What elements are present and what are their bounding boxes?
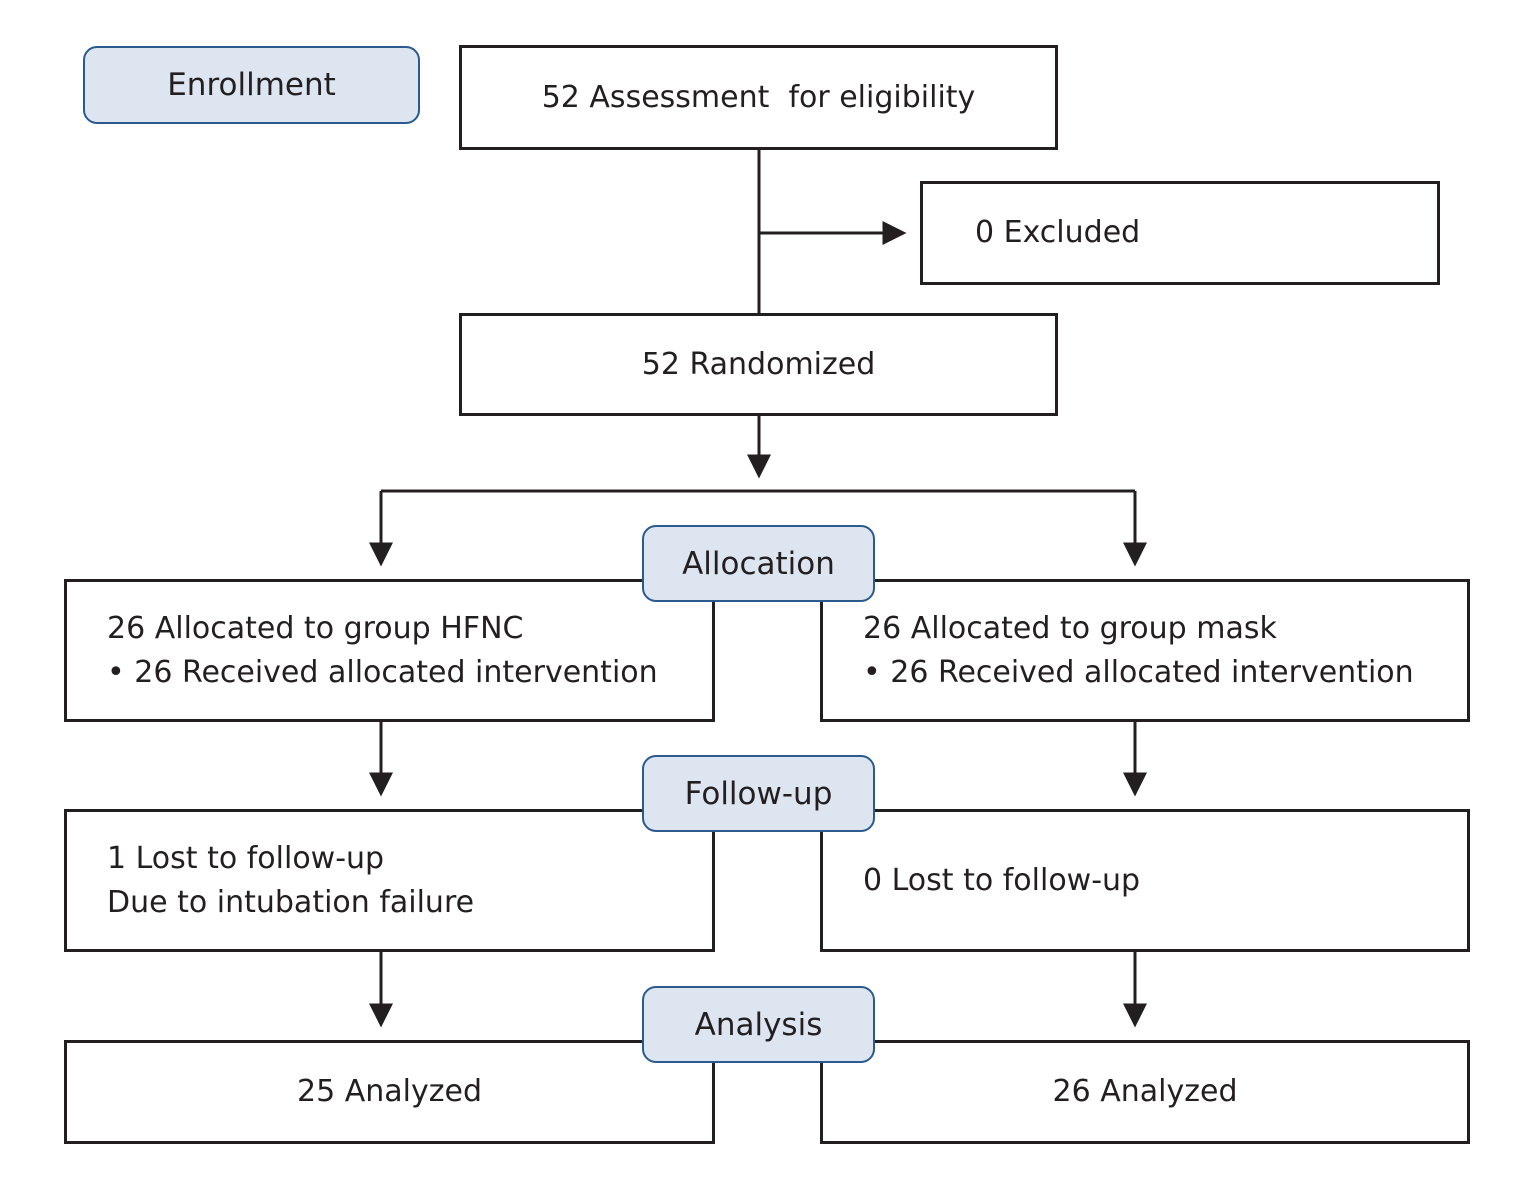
assessment-box: 52 Assessment for eligibility: [459, 45, 1058, 150]
allocated-hfnc-line-2: • 26 Received allocated intervention: [107, 654, 658, 690]
allocated-mask-box: 26 Allocated to group mask • 26 Received…: [820, 579, 1470, 722]
allocated-mask-line-1: 26 Allocated to group mask: [863, 610, 1277, 646]
lost-hfnc-line-2: Due to intubation failure: [107, 884, 475, 920]
enrollment-text: Enrollment: [167, 67, 336, 103]
assessment-text: 52 Assessment for eligibility: [541, 79, 976, 115]
allocation-text: Allocation: [682, 545, 835, 582]
excluded-box: 0 Excluded: [920, 181, 1440, 285]
allocation-stage-label: Allocation: [642, 525, 875, 602]
analyzed-hfnc-box: 25 Analyzed: [64, 1040, 715, 1144]
lost-hfnc-line-1: 1 Lost to follow-up: [107, 840, 385, 876]
analyzed-mask-box: 26 Analyzed: [820, 1040, 1470, 1144]
allocated-hfnc-box: 26 Allocated to group HFNC • 26 Received…: [64, 579, 715, 722]
analysis-text: Analysis: [694, 1006, 823, 1043]
lost-mask-box: 0 Lost to follow-up: [820, 809, 1470, 952]
randomized-box: 52 Randomized: [459, 313, 1058, 416]
analyzed-hfnc-text: 25 Analyzed: [297, 1074, 482, 1109]
randomized-text: 52 Randomized: [641, 346, 876, 382]
allocated-mask-line-2: • 26 Received allocated intervention: [863, 654, 1414, 690]
lost-hfnc-box: 1 Lost to follow-up Due to intubation fa…: [64, 809, 715, 952]
lost-mask-text: 0 Lost to follow-up: [863, 862, 1141, 898]
analysis-stage-label: Analysis: [642, 986, 875, 1063]
excluded-text: 0 Excluded: [975, 215, 1141, 250]
followup-text: Follow-up: [684, 775, 833, 812]
followup-stage-label: Follow-up: [642, 755, 875, 832]
analyzed-mask-text: 26 Analyzed: [1052, 1074, 1238, 1109]
enrollment-stage-label: Enrollment: [83, 46, 420, 124]
allocated-hfnc-line-1: 26 Allocated to group HFNC: [107, 610, 524, 646]
